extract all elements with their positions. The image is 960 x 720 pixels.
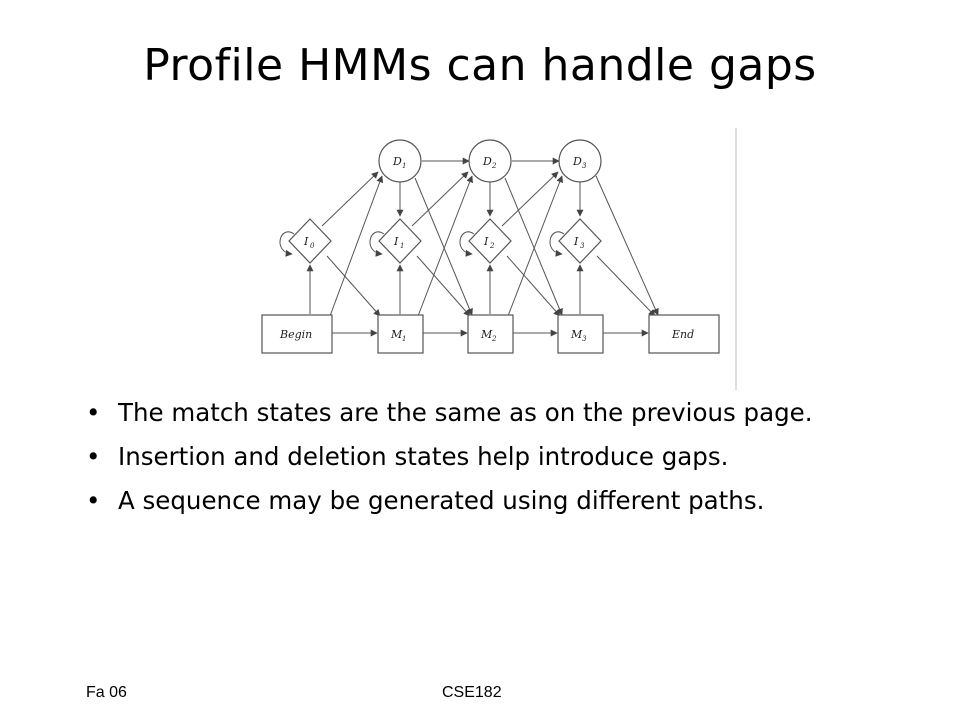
- svg-text:M: M: [570, 328, 583, 341]
- svg-text:1: 1: [400, 242, 404, 250]
- svg-text:Begin: Begin: [279, 328, 312, 341]
- svg-text:2: 2: [491, 162, 497, 170]
- svg-text:D: D: [392, 155, 402, 168]
- bullet-text: The match states are the same as on the …: [118, 398, 813, 427]
- svg-text:2: 2: [489, 242, 495, 250]
- svg-text:I: I: [303, 235, 309, 248]
- bullet-item: • Insertion and deletion states help int…: [80, 442, 880, 472]
- svg-text:D: D: [572, 155, 582, 168]
- svg-text:M: M: [480, 328, 493, 341]
- svg-text:End: End: [671, 328, 694, 341]
- slide-title: Profile HMMs can handle gaps: [143, 40, 817, 91]
- insertion-state-i1: I 1: [378, 218, 422, 264]
- svg-text:2: 2: [491, 335, 497, 343]
- bullet-text: A sequence may be generated using differ…: [118, 486, 765, 515]
- match-state-m2: M 2: [467, 314, 514, 354]
- diagram-edges: [279, 157, 659, 337]
- footer-course-term: Fa 06: [86, 684, 127, 701]
- match-state-m3: M 3: [557, 314, 604, 354]
- svg-text:1: 1: [402, 162, 406, 170]
- svg-text:I: I: [483, 235, 489, 248]
- insertion-state-i3: I 3: [558, 218, 602, 264]
- bullet-dot: •: [86, 486, 101, 515]
- deletion-state-d2: D 2: [468, 139, 512, 183]
- svg-text:I: I: [393, 235, 399, 248]
- insertion-state-i0: I 0: [288, 218, 332, 264]
- profile-hmm-diagram: D 1 D 2 D 3 I 0 I 1 I 2 I 3 Begin M 1: [261, 128, 737, 390]
- bullet-item: • The match states are the same as on th…: [80, 398, 880, 428]
- bullet-dot: •: [86, 398, 101, 427]
- deletion-state-d1: D 1: [378, 139, 422, 183]
- insertion-state-i2: I 2: [468, 218, 512, 264]
- svg-text:3: 3: [580, 242, 585, 250]
- svg-text:1: 1: [402, 335, 406, 343]
- svg-text:I: I: [573, 235, 579, 248]
- footer-course-code: CSE182: [442, 684, 502, 701]
- bullet-text: Insertion and deletion states help intro…: [118, 442, 729, 471]
- svg-text:0: 0: [310, 242, 315, 250]
- svg-text:D: D: [482, 155, 492, 168]
- end-state: End: [648, 314, 720, 354]
- match-state-m1: M 1: [377, 314, 424, 354]
- bullet-list: • The match states are the same as on th…: [80, 398, 880, 530]
- deletion-state-d3: D 3: [558, 139, 602, 183]
- begin-state: Begin: [261, 314, 333, 354]
- svg-text:M: M: [390, 328, 403, 341]
- svg-text:3: 3: [582, 335, 587, 343]
- bullet-dot: •: [86, 442, 101, 471]
- svg-text:3: 3: [582, 162, 587, 170]
- bullet-item: • A sequence may be generated using diff…: [80, 486, 880, 516]
